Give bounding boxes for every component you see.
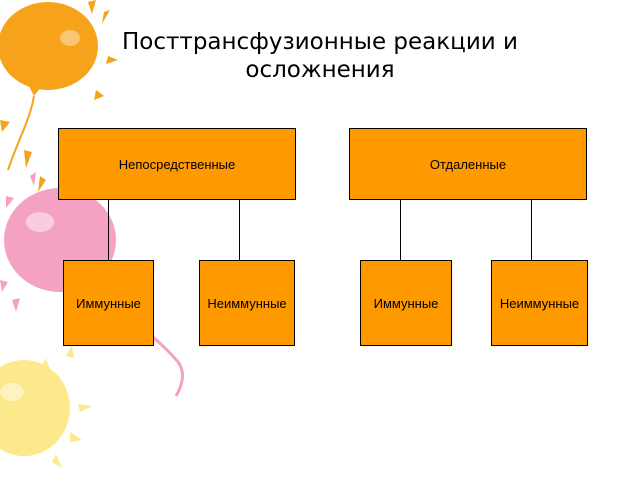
orange-balloon (0, 2, 98, 171)
subcategory-box-immune: Иммунные (360, 260, 452, 346)
connector-line (400, 200, 401, 260)
category-box-delayed: Отдаленные (349, 128, 587, 200)
subcategory-box-immune: Иммунные (63, 260, 154, 346)
connector-line (531, 200, 532, 260)
category-box-immediate: Непосредственные (58, 128, 296, 200)
connector-line (239, 200, 240, 260)
yellow-rays (40, 346, 92, 468)
connector-line (108, 200, 109, 260)
slide-title: Посттрансфузионные реакции и осложнения (122, 29, 518, 83)
orange-rays (0, 0, 118, 192)
subcategory-box-nonimmune: Неиммунные (199, 260, 295, 346)
yellow-balloon (0, 360, 70, 456)
subcategory-box-nonimmune: Неиммунные (491, 260, 588, 346)
